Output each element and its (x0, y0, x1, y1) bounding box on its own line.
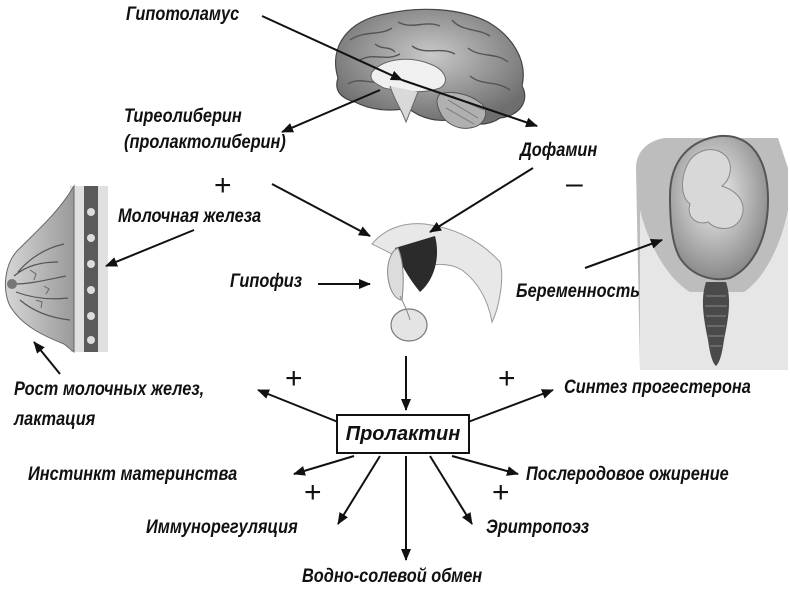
pregnancy-label: Беременность (516, 281, 640, 302)
pituitary-illustration (371, 223, 503, 342)
arrow-hypothalamus-to-dopamine (401, 79, 538, 128)
lactation-label: лактация (14, 409, 96, 430)
maternal-instinct-label: Инстинкт материнства (28, 464, 238, 485)
prolactin-box: Пролактин (336, 414, 470, 454)
water-salt-metabolism-label: Водно-солевой обмен (302, 566, 483, 587)
breast-illustration (4, 184, 108, 354)
arrow-prolactin-to-maternal (293, 455, 355, 476)
arrow-prolactin-to-immuno (337, 455, 381, 525)
arrow-dopamine-to-pituitary (429, 167, 534, 233)
minus-sign-dopamine: – (566, 167, 583, 200)
thyroliberin-label: Тиреолиберин (124, 106, 242, 127)
dopamine-label: Дофамин (520, 140, 598, 161)
arrows (33, 15, 663, 561)
arrow-growth-to-breast (33, 341, 61, 375)
arrow-prolactin-to-progesterone (467, 389, 554, 423)
arrow-thyroliberin-to-pituitary (271, 183, 371, 237)
plus-sign-growth: + (285, 362, 303, 395)
progesterone-label: Синтез прогестерона (564, 377, 751, 398)
growth-lactation-label: Рост молочных желез, (14, 379, 205, 400)
prolactoliberin-label: (пролактолиберин) (124, 132, 286, 153)
hypothalamus-label: Гипотоламус (126, 4, 240, 25)
immunoregulation-label: Иммунорегуляция (146, 517, 298, 538)
plus-sign-obesity: + (492, 476, 510, 509)
prolactin-label: Пролактин (345, 423, 461, 445)
arrow-pregnancy-to-uterus (584, 239, 663, 269)
arrow-prolactin-to-growth (257, 389, 339, 423)
arrow-label-to-hypothalamus (261, 15, 403, 81)
postpartum-obesity-label: Послеродовое ожирение (526, 464, 729, 485)
arrow-prolactin-to-obesity (451, 455, 519, 476)
arrow-label-to-mammary-gland (105, 229, 195, 267)
uterus-fetus-illustration (636, 134, 788, 370)
pituitary-label: Гипофиз (230, 271, 303, 292)
arrow-prolactin-to-erythro (429, 455, 473, 525)
brain-illustration (335, 8, 526, 129)
plus-sign-thyroliberin: + (214, 169, 232, 202)
erythropoiesis-label: Эритропоэз (486, 517, 590, 538)
mammary-gland-label: Молочная железа (118, 206, 262, 227)
arrow-hypothalamus-to-thyroliberin (281, 89, 381, 133)
plus-sign-progesterone: + (498, 362, 516, 395)
plus-sign-maternal: + (304, 476, 322, 509)
